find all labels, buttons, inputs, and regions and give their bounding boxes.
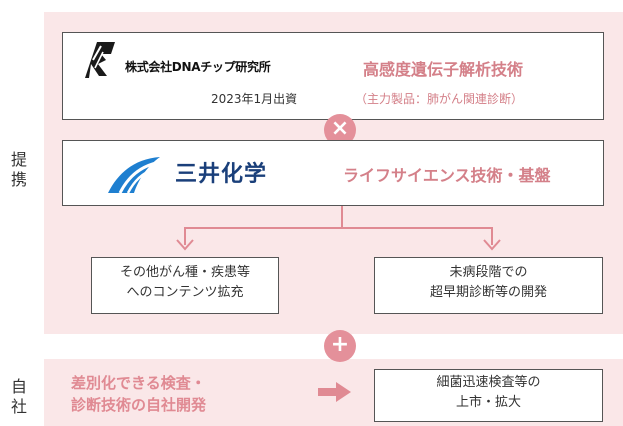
outcome-left-line-1: その他がん種・疾患等 [119,265,250,280]
right-arrowhead-icon [483,239,501,251]
connector-right-drop [491,227,493,245]
dna-chip-logo-icon [85,42,115,78]
inhouse-text-line-2: 診断技術の自社開発 [71,396,207,414]
outcome-right-line-1: 未病段階での [449,265,528,280]
dna-chip-company-name: 株式会社DNAチップ研究所 [125,60,271,74]
partnership-label: 提 携 [8,150,30,190]
outcome-left-line-2: へのコンテンツ拡充 [126,285,244,300]
dna-chip-tech-title: 高感度遺伝子解析技術 [363,60,524,79]
inhouse-result-box: 細菌迅速検査等の 上市・拡大 [374,369,603,422]
inhouse-label-char-2: 社 [10,397,27,416]
partnership-label-char-2: 携 [10,170,27,189]
inhouse-result-line-1: 細菌迅速検査等の [436,375,541,390]
inhouse-label: 自 社 [8,377,30,417]
outcome-right-box: 未病段階での 超早期診断等の開発 [374,257,603,314]
outcome-right-line-2: 超早期診断等の開発 [429,285,547,300]
investment-date: 2023年1月出資 [211,92,298,106]
outcome-left-box: その他がん種・疾患等 へのコンテンツ拡充 [91,257,279,314]
right-arrow-icon [318,382,351,402]
inhouse-development-text: 差別化できる検査・ 診断技術の自社開発 [71,372,206,416]
connector-horizontal [184,227,493,229]
connector-left-drop [184,227,186,245]
mitsui-tech-title: ライフサイエンス技術・基盤 [343,166,551,185]
inhouse-result-line-2: 上市・拡大 [455,395,521,410]
connector-vertical [341,206,343,228]
mitsui-box: 三井化学 ライフサイエンス技術・基盤 [62,140,604,206]
mitsui-company-name: 三井化学 [175,162,268,187]
left-arrowhead-icon [176,239,194,251]
dna-chip-tech-subtitle: （主力製品：肺がん関連診断） [355,92,524,106]
inhouse-label-char-1: 自 [10,377,27,396]
inhouse-text-line-1: 差別化できる検査・ [71,374,206,392]
plus-icon: + [324,330,356,362]
dna-chip-box: 株式会社DNAチップ研究所 2023年1月出資 高感度遺伝子解析技術 （主力製品… [62,32,604,120]
partnership-label-char-1: 提 [10,150,27,169]
mitsui-logo-icon [108,157,160,194]
